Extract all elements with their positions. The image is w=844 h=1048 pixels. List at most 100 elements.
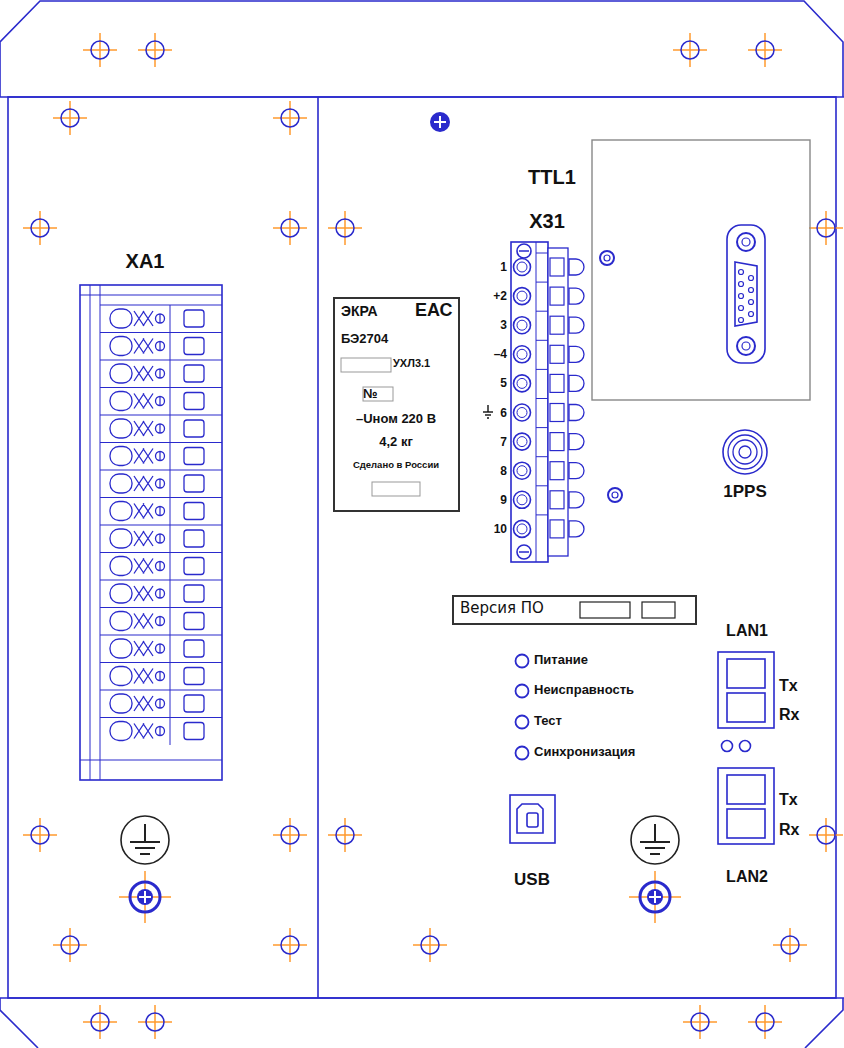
drawing-rect bbox=[718, 768, 774, 844]
drawing-circle bbox=[604, 255, 610, 261]
drawing-use bbox=[121, 816, 169, 864]
drawing-rect bbox=[642, 602, 675, 618]
drawing-line bbox=[536, 242, 537, 562]
screw bbox=[608, 488, 622, 502]
drawing-use bbox=[328, 818, 362, 852]
drawing-use bbox=[100, 635, 222, 663]
drawing-circle bbox=[517, 244, 531, 258]
drawing-use bbox=[83, 1005, 117, 1039]
drawing-circle bbox=[749, 276, 754, 281]
drawing-circle bbox=[739, 318, 744, 323]
drawing-circle bbox=[742, 238, 750, 246]
drawing-use bbox=[23, 818, 57, 852]
drawing-rect bbox=[727, 693, 765, 722]
module-title: TTL1 bbox=[528, 166, 576, 189]
drawing-rect bbox=[727, 809, 765, 838]
drawing-circle bbox=[739, 282, 744, 287]
drawing-use bbox=[514, 486, 585, 509]
status-led: Неисправность bbox=[512, 680, 702, 702]
drawing-circle bbox=[723, 430, 767, 474]
terminal-block-xa1 bbox=[80, 285, 222, 780]
drawing-line bbox=[519, 551, 529, 553]
drawing-use bbox=[100, 305, 222, 333]
bnc-connector bbox=[723, 430, 767, 474]
drawing-use bbox=[138, 33, 172, 67]
drawing-circle bbox=[733, 440, 757, 464]
led-label: Неисправность bbox=[534, 683, 634, 698]
drawing-use bbox=[100, 415, 222, 443]
pin-number: 9 bbox=[500, 492, 507, 508]
ttl-module bbox=[592, 140, 810, 400]
drawing-circle bbox=[516, 716, 529, 729]
pin-number: 5 bbox=[500, 375, 507, 391]
lan-port: TxRxLAN2 bbox=[715, 760, 810, 890]
drawing-circle bbox=[728, 435, 762, 469]
drawing-use bbox=[328, 211, 362, 245]
drawing-use bbox=[683, 1005, 717, 1039]
drawing-path bbox=[517, 804, 543, 833]
pin-number: 8 bbox=[500, 463, 507, 479]
drawing-use bbox=[100, 663, 222, 691]
drawing-use bbox=[673, 33, 707, 67]
pin-number: 6 bbox=[500, 405, 507, 421]
drawing-circle bbox=[612, 492, 618, 498]
drawing-use bbox=[631, 816, 679, 864]
terminal-connector: X31 bbox=[510, 210, 585, 240]
drawing-use bbox=[53, 928, 87, 962]
drawing-line bbox=[90, 285, 91, 780]
drawing-g bbox=[739, 270, 754, 323]
signal-name: Tx bbox=[779, 677, 798, 695]
drawing-use bbox=[514, 369, 585, 392]
drawing-use bbox=[100, 360, 222, 388]
pin-number: 3 bbox=[500, 317, 507, 333]
port-name: USB bbox=[514, 870, 550, 890]
pps-connector: 1PPS bbox=[710, 425, 780, 505]
drawing-use bbox=[413, 928, 447, 962]
drawing-use bbox=[100, 608, 222, 636]
drawing-use bbox=[273, 928, 307, 962]
drawing-circle bbox=[722, 741, 733, 752]
drawing-use bbox=[23, 211, 57, 245]
pin-number: –4 bbox=[494, 346, 507, 362]
pin-ground-mark bbox=[483, 405, 493, 418]
drawing-use bbox=[138, 1005, 172, 1039]
drawing-rect bbox=[580, 602, 630, 618]
drawing-use bbox=[273, 101, 307, 135]
drawing-line bbox=[100, 285, 101, 780]
nameplate: ЭКРАЕАСБЭ2704УХЛ3.1№–Uном 220 В4,2 кгСде… bbox=[333, 297, 460, 512]
origin-note: Сделано в России bbox=[353, 460, 439, 471]
drawing-use bbox=[100, 580, 222, 608]
drawing-use bbox=[514, 399, 585, 422]
drawing-line bbox=[487, 405, 488, 412]
drawing-use bbox=[809, 211, 843, 245]
drawing-line bbox=[483, 411, 493, 412]
port-name: LAN1 bbox=[726, 622, 768, 640]
drawing-rect bbox=[727, 225, 765, 363]
drawing-use bbox=[809, 818, 843, 852]
certification-mark: ЕАС bbox=[415, 300, 453, 321]
drawing-circle bbox=[608, 488, 622, 502]
drawing-rect bbox=[372, 482, 420, 496]
drawing-use bbox=[273, 818, 307, 852]
drawing-rect bbox=[8, 97, 836, 998]
drawing-circle bbox=[749, 312, 754, 317]
drawing-circle bbox=[517, 545, 531, 559]
drawing-path bbox=[0, 1, 843, 97]
interface-module: TTL1 bbox=[520, 140, 810, 400]
top-screw bbox=[430, 112, 450, 132]
signal-name: Rx bbox=[779, 821, 799, 839]
drawing-use bbox=[514, 515, 585, 538]
drawing-use bbox=[748, 1005, 782, 1039]
terminal-block-x31 bbox=[511, 242, 584, 562]
status-led: Синхронизация bbox=[512, 742, 702, 764]
port-name: LAN2 bbox=[726, 868, 768, 886]
drawing-circle bbox=[516, 655, 529, 668]
drawing-path bbox=[735, 262, 757, 326]
drawing-path bbox=[0, 998, 843, 1048]
drawing-use bbox=[119, 871, 171, 923]
lan-connectors bbox=[718, 652, 774, 844]
drawing-circle bbox=[749, 300, 754, 305]
climate-class: УХЛ3.1 bbox=[393, 357, 430, 370]
drawing-circle bbox=[516, 747, 529, 760]
